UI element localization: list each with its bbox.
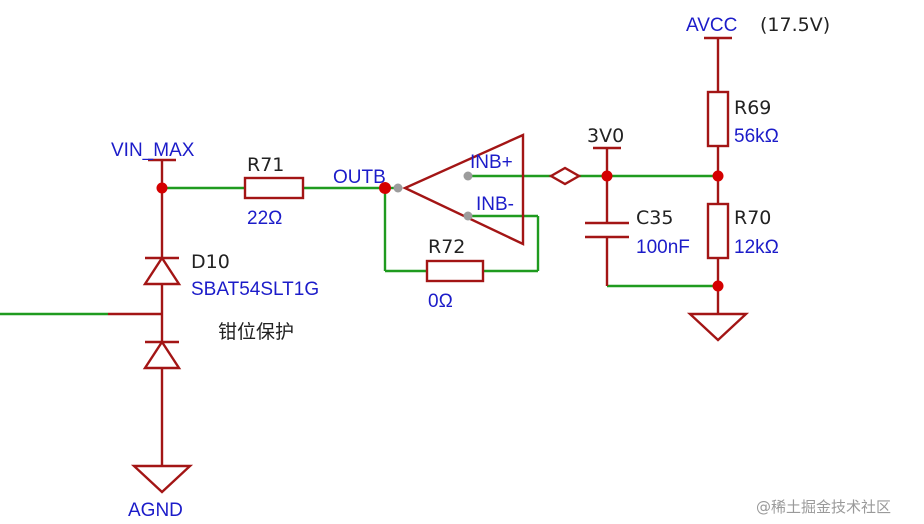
r71-ref: R71 bbox=[247, 154, 284, 176]
capacitor-c35: C35 100nF bbox=[585, 207, 690, 258]
clamp-protection-note: 钳位保护 bbox=[218, 321, 294, 343]
ground-symbol-right-icon bbox=[686, 312, 750, 342]
r69-body bbox=[706, 90, 730, 148]
v3v0-net: 3V0 bbox=[587, 125, 624, 150]
vin-max-label: VIN_MAX bbox=[111, 140, 195, 161]
d10-lower-diode-icon bbox=[142, 339, 182, 370]
r72-body bbox=[425, 259, 485, 283]
d10-upper-diode-icon bbox=[142, 255, 182, 286]
r71-value: 22Ω bbox=[247, 208, 282, 229]
junction-divider bbox=[712, 170, 724, 182]
junction-3v0 bbox=[601, 170, 613, 182]
avcc-label: AVCC bbox=[686, 15, 737, 36]
outb-label: OUTB bbox=[333, 167, 386, 188]
d10-value: SBAT54SLT1G bbox=[191, 279, 319, 300]
opamp-output-pin bbox=[393, 183, 403, 193]
net-port-diamond-icon bbox=[548, 166, 582, 186]
wires bbox=[0, 174, 718, 316]
agnd-ground-icon bbox=[130, 464, 194, 494]
opamp-u: INB+ INB- bbox=[402, 133, 525, 246]
resistor-r72: R72 0Ω bbox=[425, 236, 485, 312]
resistor-r71: R71 22Ω bbox=[243, 154, 305, 229]
r72-value: 0Ω bbox=[428, 291, 453, 312]
watermark: @稀土掘金技术社区 bbox=[756, 498, 891, 516]
junction-outb bbox=[379, 182, 391, 194]
diode-d10: D10 SBAT54SLT1G bbox=[142, 251, 319, 370]
resistor-r69: R69 56kΩ bbox=[706, 90, 779, 148]
r69-value: 56kΩ bbox=[734, 126, 779, 147]
junctions bbox=[156, 170, 724, 292]
d10-ref: D10 bbox=[191, 251, 230, 273]
agnd-label: AGND bbox=[128, 500, 183, 521]
c35-ref: C35 bbox=[636, 207, 673, 229]
opamp-inb-minus-pin bbox=[463, 211, 473, 221]
c35-value: 100nF bbox=[636, 237, 690, 258]
junction-vin bbox=[156, 182, 168, 194]
r71-body bbox=[243, 176, 305, 200]
agnd-symbol: AGND bbox=[128, 464, 194, 521]
r72-ref: R72 bbox=[428, 236, 465, 258]
v3v0-label: 3V0 bbox=[587, 125, 624, 147]
r70-value: 12kΩ bbox=[734, 237, 779, 258]
avcc-voltage-label: (17.5V) bbox=[760, 14, 830, 36]
inb-minus-label: INB- bbox=[476, 194, 514, 215]
vin-max-net: VIN_MAX bbox=[111, 140, 195, 162]
r69-ref: R69 bbox=[734, 97, 771, 119]
opamp-inb-plus-pin bbox=[463, 171, 473, 181]
inb-plus-label: INB+ bbox=[470, 152, 513, 173]
resistor-r70: R70 12kΩ bbox=[706, 202, 779, 260]
r70-ref: R70 bbox=[734, 207, 771, 229]
avcc-net: AVCC (17.5V) bbox=[686, 14, 830, 40]
r70-body bbox=[706, 202, 730, 260]
junction-gnd bbox=[712, 280, 724, 292]
